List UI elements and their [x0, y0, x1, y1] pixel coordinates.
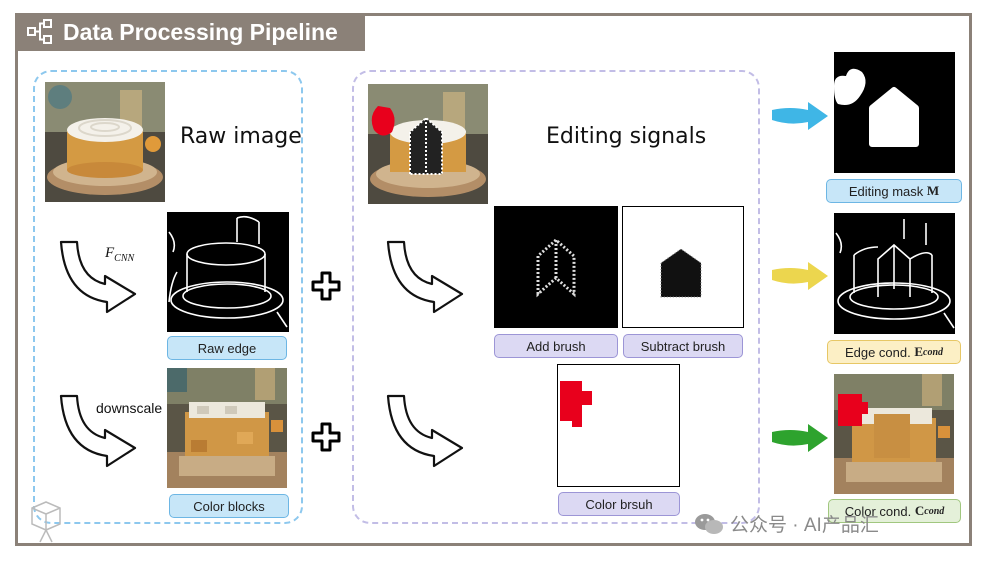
editing-mask-image	[834, 52, 955, 173]
edge-cond-image	[834, 213, 955, 334]
watermark: 公众号 · AI产品汇	[694, 510, 879, 537]
raw-image-label: Raw image	[180, 124, 302, 149]
page-title: Data Processing Pipeline	[63, 18, 338, 45]
pipeline-icon	[27, 19, 52, 44]
watermark-text: 公众号 · AI产品汇	[730, 515, 879, 536]
raw-edge-label: Raw edge	[167, 336, 287, 360]
input-panel	[33, 70, 303, 524]
color-blocks-label: Color blocks	[169, 494, 289, 518]
fcnn-label: FCNN	[105, 245, 135, 264]
editing-signals-label: Editing signals	[546, 124, 707, 149]
title-tab: Data Processing Pipeline	[15, 13, 365, 51]
blue-arrow-icon	[772, 102, 828, 130]
curved-arrow-icon	[386, 240, 464, 314]
curved-arrow-icon	[59, 394, 137, 468]
color-brush-label: Color brsuh	[558, 492, 680, 516]
color-cond-image	[834, 374, 954, 494]
subtract-brush-label: Subtract brush	[623, 334, 743, 358]
plus-icon	[311, 271, 341, 301]
wechat-icon	[695, 513, 723, 534]
yellow-arrow-icon	[772, 262, 828, 290]
raw-cake-image	[45, 82, 165, 202]
add-brush-label: Add brush	[494, 334, 618, 358]
add-brush-image	[494, 206, 618, 328]
cube-watermark-icon	[31, 501, 61, 543]
curved-arrow-icon	[59, 240, 137, 314]
color-blocks-image	[167, 368, 287, 488]
curved-arrow-icon	[386, 394, 464, 468]
plus-icon	[311, 422, 341, 452]
edited-cake-image	[368, 84, 488, 204]
green-arrow-icon	[772, 424, 828, 452]
diagram-frame	[15, 13, 972, 546]
raw-edge-image	[167, 212, 289, 332]
editing-mask-label: Editing mask M	[826, 179, 962, 203]
editing-signals-panel	[352, 70, 760, 524]
downscale-label: downscale	[96, 400, 163, 416]
color-brush-image	[557, 364, 680, 487]
subtract-brush-image	[622, 206, 744, 328]
